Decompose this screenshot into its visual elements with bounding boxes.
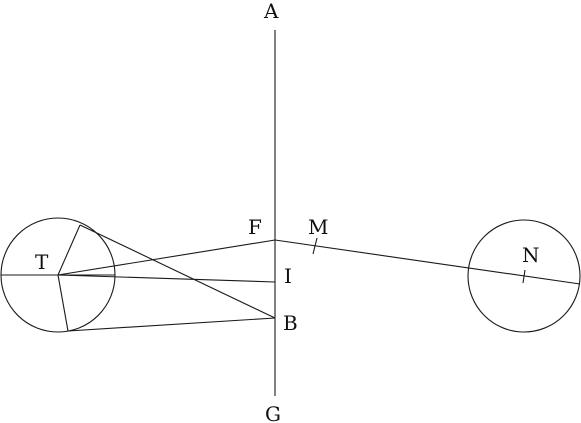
line-T-circle-bottom (57, 274, 69, 332)
tick-N (522, 269, 526, 284)
line-top-tangent-B (79, 224, 276, 319)
label-I: I (284, 264, 292, 288)
label-G: G (265, 402, 281, 423)
label-T: T (35, 250, 49, 274)
label-N: N (522, 243, 540, 267)
tick-M (312, 237, 318, 255)
label-F: F (248, 215, 262, 239)
line-TI (57, 274, 276, 283)
line-TF (57, 239, 276, 276)
circle-N (467, 219, 581, 333)
line-bottom-tangent-B (67, 317, 276, 332)
label-B: B (283, 311, 298, 335)
label-M: M (308, 215, 328, 239)
line-T-circle-top (57, 224, 81, 276)
line-FN (274, 239, 581, 285)
label-A: A (263, 0, 279, 23)
